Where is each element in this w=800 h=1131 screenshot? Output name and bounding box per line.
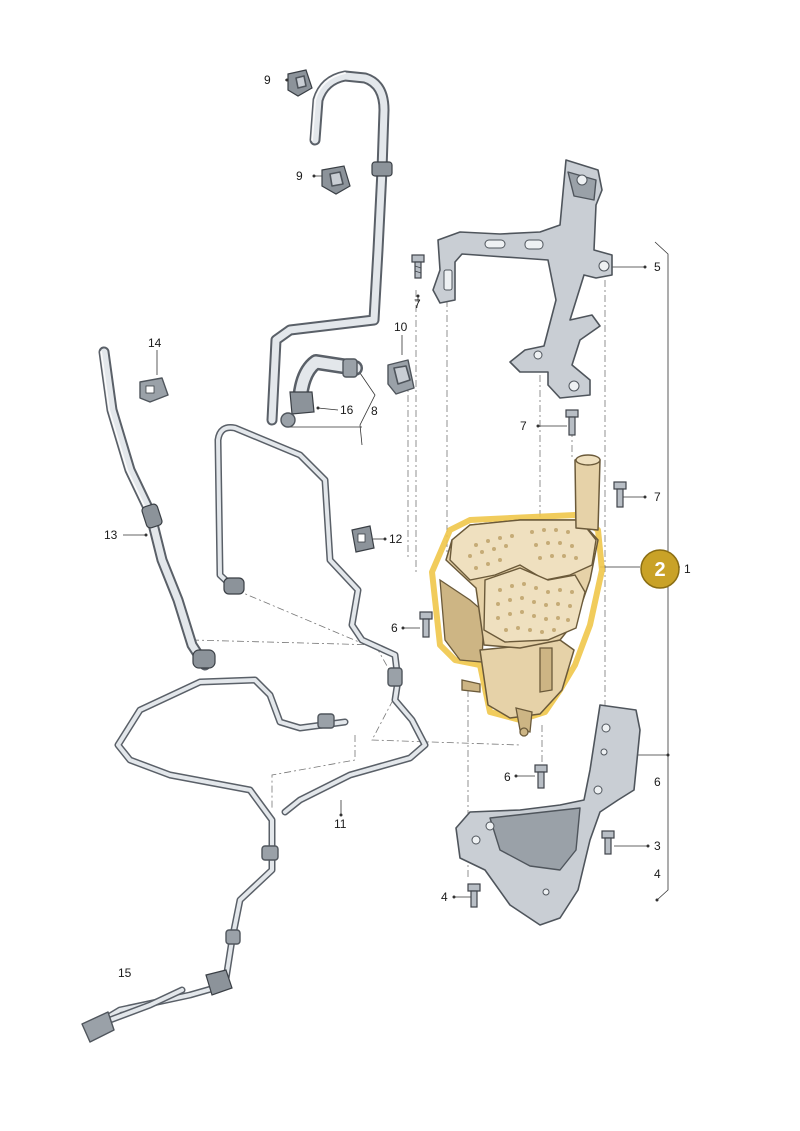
callout-9-lower: 9 bbox=[296, 169, 303, 183]
callout-6-right: 6 bbox=[654, 775, 661, 789]
bolt-7-top bbox=[411, 254, 425, 279]
callout-6-lower: 6 bbox=[504, 770, 511, 784]
callout-4-right: 4 bbox=[654, 867, 661, 881]
callout-7-right: 7 bbox=[654, 490, 661, 504]
hose-13 bbox=[98, 346, 216, 671]
bolt-3 bbox=[601, 830, 615, 855]
clip-10 bbox=[387, 359, 415, 395]
callout-1: 1 bbox=[684, 562, 691, 576]
bolt-7-right bbox=[613, 481, 627, 508]
clip-9-upper bbox=[287, 69, 313, 97]
callout-3: 3 bbox=[654, 839, 661, 853]
bolt-6-left bbox=[419, 611, 433, 638]
callout-11: 11 bbox=[334, 817, 347, 831]
clip-9-lower bbox=[321, 165, 351, 195]
callout-7-top: 7 bbox=[414, 297, 421, 311]
callout-6-left: 6 bbox=[391, 621, 398, 635]
callout-4-left: 4 bbox=[441, 890, 448, 904]
callout-8: 8 bbox=[371, 404, 378, 418]
clip-14 bbox=[139, 377, 169, 403]
callout-16: 16 bbox=[340, 403, 354, 417]
selected-part-badge[interactable]: 2 bbox=[640, 549, 680, 589]
callout-labels: 9 9 5 7 14 10 16 8 7 7 13 12 1 6 6 6 11 … bbox=[104, 73, 691, 980]
bolt-7-middle bbox=[565, 409, 579, 436]
clip-12 bbox=[351, 525, 375, 553]
vent-line bbox=[214, 424, 429, 816]
bolt-6-lower bbox=[534, 764, 548, 789]
callout-14: 14 bbox=[148, 336, 162, 350]
callout-9-upper: 9 bbox=[264, 73, 271, 87]
fuel-line-15 bbox=[81, 676, 349, 1043]
bolt-4 bbox=[467, 883, 481, 908]
upper-hose bbox=[266, 70, 393, 426]
callout-5: 5 bbox=[654, 260, 661, 274]
callout-13: 13 bbox=[104, 528, 118, 542]
callout-7-middle: 7 bbox=[520, 419, 527, 433]
bracket-5 bbox=[432, 159, 613, 399]
callout-10: 10 bbox=[394, 320, 408, 334]
callout-12: 12 bbox=[389, 532, 403, 546]
badge-label: 2 bbox=[654, 559, 665, 581]
callout-15: 15 bbox=[118, 966, 132, 980]
elbow-hose-8 bbox=[280, 354, 363, 428]
charcoal-canister bbox=[429, 454, 605, 737]
bracket-6 bbox=[455, 704, 641, 926]
